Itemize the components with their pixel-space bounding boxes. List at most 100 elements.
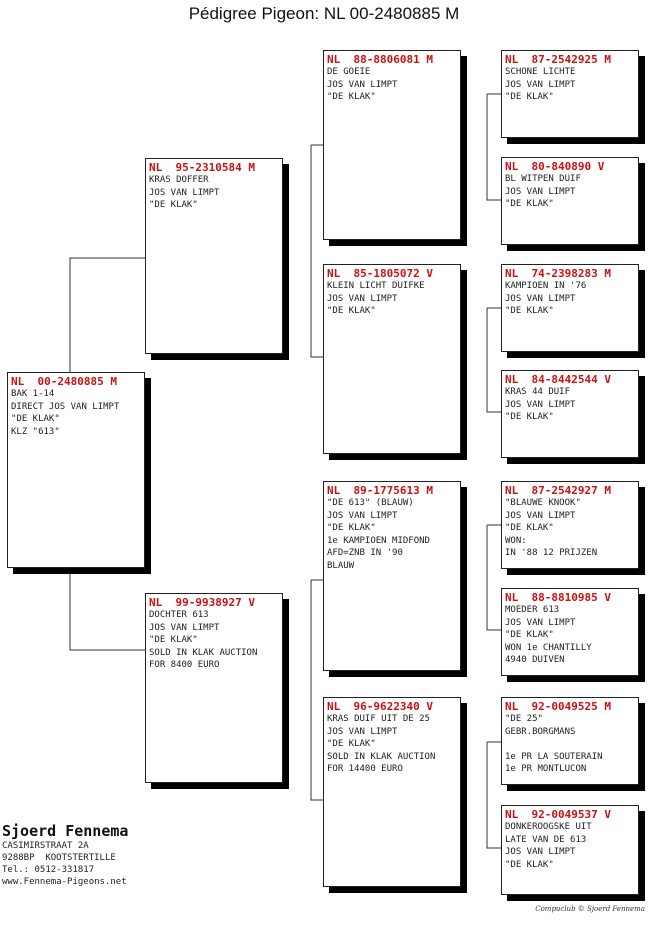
pigeon-info-line: "DE 613" (BLAUW) <box>327 498 414 508</box>
pigeon-info-line: "DE KLAK" <box>327 92 376 102</box>
pigeon-info-line: FOR 14400 EURO <box>327 764 403 774</box>
pigeon-info-line: KRAS DUIF UIT DE 25 <box>327 714 430 724</box>
pigeon-info-line: "DE KLAK" <box>505 523 554 533</box>
pigeon-info-line <box>505 738 635 751</box>
pigeon-info-line: JOS VAN LIMPT <box>505 293 576 304</box>
pigeon-info-line: "DE KLAK" <box>327 739 376 749</box>
ring-number: NL 88-8806081 M <box>327 53 433 66</box>
pigeon-card-p5[interactable]: NL 89-1775613 M"DE 613" (BLAUW) JOS VAN L… <box>323 481 461 671</box>
pigeon-info-line: "DE KLAK" <box>505 92 554 102</box>
pigeon-info-line: 1e KAMPIOEN MIDFOND <box>327 535 430 546</box>
pigeon-info-line: SCHONE LICHTE <box>505 67 576 77</box>
pigeon-info-line: JOS VAN LIMPT <box>327 79 398 90</box>
pigeon-info-line: JOS VAN LIMPT <box>149 187 220 198</box>
ring-number: NL 95-2310584 M <box>149 161 255 174</box>
pigeon-info-line: KLZ "613" <box>11 426 60 437</box>
pigeon-info-line: WON: <box>505 535 527 546</box>
pigeon-info-line: "DE KLAK" <box>505 859 554 870</box>
pigeon-info-line: "DE KLAK" <box>505 630 554 640</box>
pigeon-info-line: GEBR.BORGMANS <box>505 726 576 737</box>
pigeon-info-line: "DE KLAK" <box>327 306 376 316</box>
pigeon-info-line: MOEDER 613 <box>505 605 560 615</box>
pigeon-info-line: JOS VAN LIMPT <box>327 293 398 304</box>
breeder-website[interactable]: www.Fennema-Pigeons.net <box>2 877 127 887</box>
pigeon-info-line: SOLD IN KLAK AUCTION <box>327 751 436 762</box>
pigeon-info-line: DONKEROOGSKE UIT <box>505 822 592 832</box>
connector-p1b <box>310 145 323 358</box>
pigeon-info-line: "DE KLAK" <box>505 412 554 422</box>
pigeon-info-line: "DE KLAK" <box>149 200 198 210</box>
connector-p2b <box>310 580 323 801</box>
pigeon-info-line: WON 1e CHANTILLY <box>505 642 592 653</box>
connector-p6b <box>486 742 501 849</box>
pigeon-info-line: "DE KLAK" <box>505 199 554 209</box>
pigeon-info-line: BLAUW <box>327 560 355 571</box>
ring-number: NL 96-9622340 V <box>327 700 433 713</box>
pigeon-info-line: JOS VAN LIMPT <box>505 617 576 628</box>
ring-number: NL 85-1805072 V <box>327 267 433 280</box>
breeder-address: CASIMIRSTRAAT 2A <box>2 841 89 851</box>
ring-number: NL 88-8810985 V <box>505 591 611 604</box>
pigeon-info-line: LATE VAN DE 613 <box>505 834 587 845</box>
pigeon-info-line: KRAS DOFFER <box>149 175 209 185</box>
connector-p0 <box>69 257 145 372</box>
ring-number: NL 87-2542927 M <box>505 484 611 497</box>
pigeon-info-line: FOR 8400 EURO <box>149 660 220 670</box>
ring-number: NL 80-840890 V <box>505 160 605 173</box>
pigeon-card-p13[interactable]: NL 92-0049525 M"DE 25" GEBR.BORGMANS 1e P… <box>501 697 639 785</box>
pigeon-info-line: JOS VAN LIMPT <box>505 79 576 90</box>
connector-p4b <box>486 308 501 413</box>
pigeon-info-line: "DE KLAK" <box>505 306 554 316</box>
breeder-city: 9288BP KOOTSTERTILLE <box>2 853 116 863</box>
pigeon-info-line: "BLAUWE KNOOK" <box>505 498 581 508</box>
pigeon-info-line: KAMPIOEN IN '76 <box>505 281 587 291</box>
pigeon-info-line: BL WITPEN DUIF <box>505 174 581 184</box>
breeder-phone: Tel.: 0512-331817 <box>2 865 95 875</box>
ring-number: NL 84-8442544 V <box>505 373 611 386</box>
pigeon-info-line: IN '88 12 PRIJZEN <box>505 548 598 558</box>
pigeon-info-line: BAK 1-14 <box>11 389 55 399</box>
pigeon-info-line: "DE KLAK" <box>327 523 376 533</box>
pigeon-info-line: JOS VAN LIMPT <box>149 622 220 633</box>
pigeon-info-line: 4940 DUIVEN <box>505 655 565 665</box>
pigeon-info-line: 1e PR LA SOUTERAIN <box>505 751 603 762</box>
pigeon-info-line: JOS VAN LIMPT <box>505 847 576 857</box>
pigeon-card-p11[interactable]: NL 87-2542927 M"BLAUWE KNOOK"JOS VAN LIM… <box>501 481 639 569</box>
ring-number: NL 74-2398283 M <box>505 267 611 280</box>
pigeon-info-line: "DE KLAK" <box>11 414 60 424</box>
pigeon-info-line: KRAS 44 DUIF <box>505 387 571 397</box>
pigeon-info-line: DOCHTER 613 <box>149 610 209 620</box>
ring-number: NL 89-1775613 M <box>327 484 433 497</box>
connector-p5b <box>486 525 501 631</box>
pigeon-info-line: SOLD IN KLAK AUCTION <box>149 647 258 658</box>
ring-number: NL 92-0049537 V <box>505 808 611 821</box>
pigeon-info-line: JOS VAN LIMPT <box>505 186 576 197</box>
pigeon-info-line: JOS VAN LIMPT <box>505 399 576 410</box>
breeder-name: Sjoerd Fennema <box>2 822 129 840</box>
connector-p3b <box>486 94 501 201</box>
pigeon-info-line: JOS VAN LIMPT <box>327 510 398 521</box>
page-title: Pédigree Pigeon: NL 00-2480885 M <box>188 4 460 23</box>
breeder-info: Sjoerd Fennema CASIMIRSTRAAT 2A 9288BP K… <box>2 822 128 888</box>
ring-number: NL 99-9938927 V <box>149 596 255 609</box>
pigeon-info-line: DIRECT JOS VAN LIMPT <box>11 401 120 412</box>
pigeon-info-line: "DE KLAK" <box>149 635 198 645</box>
ring-number: NL 87-2542925 M <box>505 53 611 66</box>
pigeon-info-line: "DE 25" <box>505 714 543 724</box>
copyright-note: Compuclub © Sjoerd Fennema <box>535 905 645 913</box>
ring-number: NL 92-0049525 M <box>505 700 611 713</box>
pigeon-info-line: AFD=ZNB IN '90 <box>327 548 403 558</box>
